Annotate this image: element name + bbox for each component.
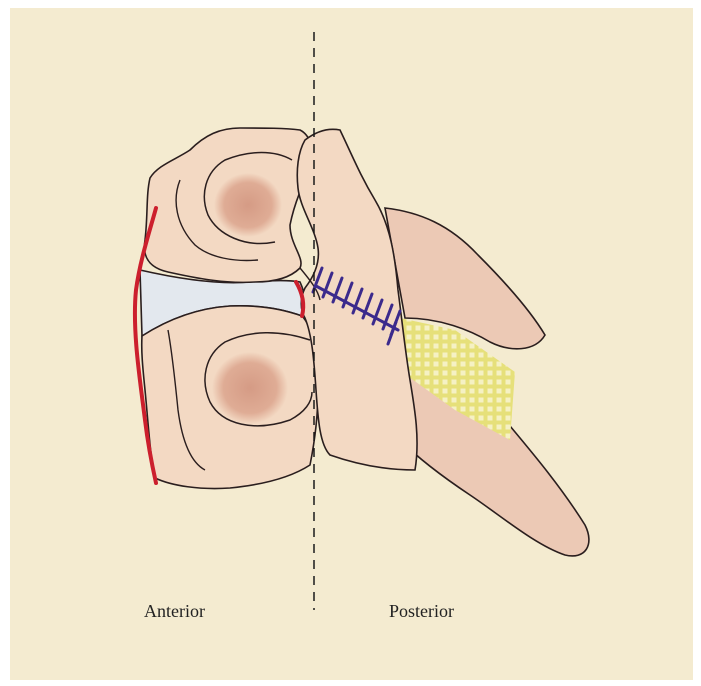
posterior-label: Posterior: [389, 601, 454, 622]
lower-centrum-core: [212, 352, 288, 424]
upper-centrum-core: [214, 173, 282, 237]
anterior-label: Anterior: [144, 601, 205, 622]
